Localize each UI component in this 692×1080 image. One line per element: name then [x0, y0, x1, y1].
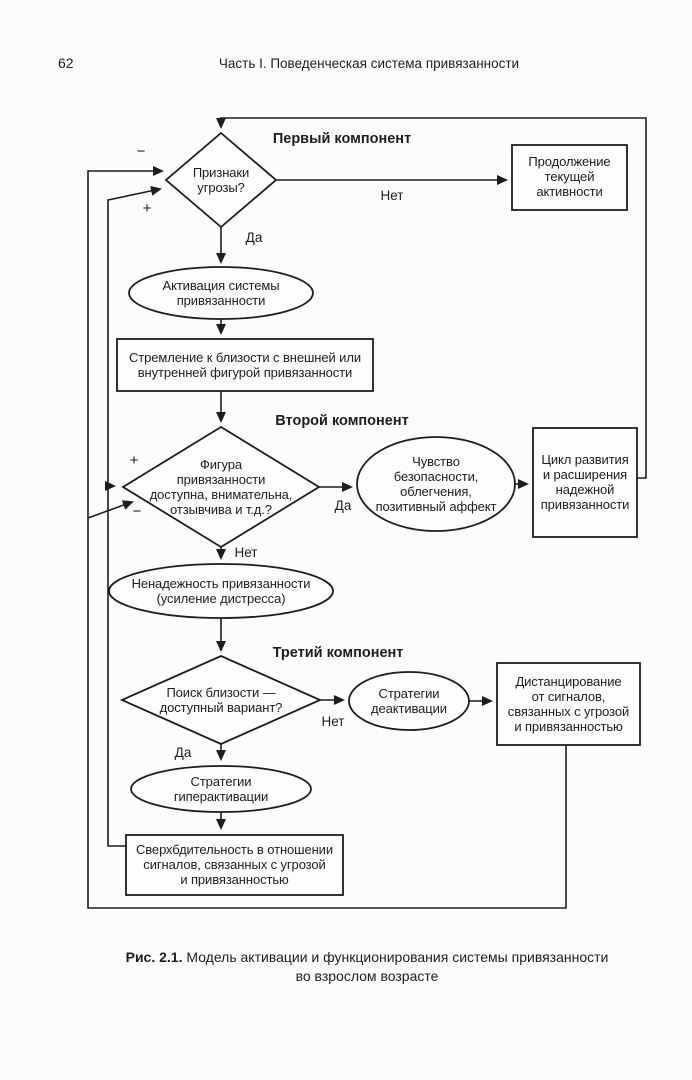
figure-caption-number: Рис. 2.1. — [125, 949, 183, 965]
continue-activity-box — [511, 144, 628, 211]
edge-outer-minus-loop — [87, 166, 567, 909]
edge-label-yes-search: Да — [174, 745, 192, 760]
flowchart-shapes — [108, 131, 641, 896]
connector-arrows — [87, 117, 647, 909]
section-heading-second: Второй компонент — [275, 413, 409, 429]
search-decision-diamond — [119, 655, 323, 745]
distancing-box — [496, 662, 641, 746]
edge-label-no-search: Нет — [321, 714, 345, 729]
insecurity-ellipse — [108, 563, 334, 619]
edge-inner-plus-loop — [107, 185, 162, 847]
edge-label-yes-threat: Да — [245, 230, 263, 245]
sign-minus-threat: − — [136, 143, 146, 160]
edge-label-yes-available: Да — [334, 498, 352, 513]
section-heading-first: Первый компонент — [272, 131, 412, 147]
edge-cycle-top-feedback-loop — [216, 117, 647, 479]
figure-caption-line1: Рис. 2.1. Модель активации и функциониро… — [125, 949, 609, 965]
available-decision-diamond — [121, 425, 321, 549]
running-header: Часть I. Поведенческая система привязанн… — [218, 56, 520, 71]
sign-plus-threat: + — [142, 200, 152, 217]
figure-caption-line2: во взрослом возрасте — [295, 968, 439, 984]
sign-plus-available: + — [129, 452, 139, 469]
sign-minus-available: − — [132, 503, 142, 520]
search-decision-label: Поиск близости —доступный вариант? — [159, 685, 283, 715]
section-heading-third: Третий компонент — [272, 645, 404, 661]
deactivation-ellipse — [348, 671, 470, 731]
edge-minus-branch-to-available — [87, 500, 134, 519]
proximity-seeking-box — [116, 338, 374, 392]
activation-ellipse — [128, 266, 314, 320]
hypervigilance-box — [125, 834, 344, 896]
edge-label-no-threat: Нет — [380, 188, 404, 203]
page-number: 62 — [58, 55, 74, 71]
edge-label-no-available: Нет — [234, 545, 258, 560]
insecurity-label: Ненадежность привязанности(усиление дист… — [131, 576, 311, 606]
threat-decision-diamond — [164, 131, 278, 229]
felt-security-ellipse — [356, 436, 516, 532]
figure-caption: Рис. 2.1. Модель активации и функциониро… — [96, 948, 638, 986]
secure-cycle-box — [532, 427, 638, 538]
hyperactivation-ellipse — [130, 765, 312, 813]
